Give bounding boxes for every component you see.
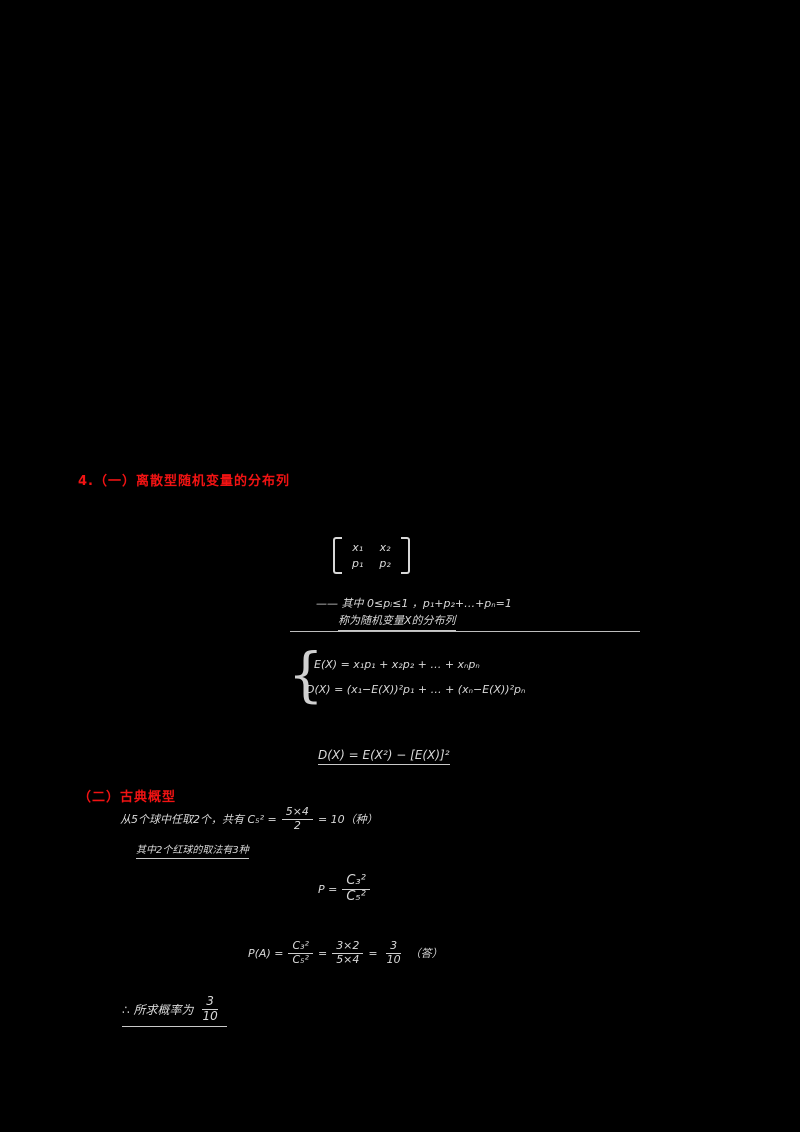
- calc-fraction-2: 3×2 5×4: [332, 939, 364, 966]
- bigfrac-lead: P =: [318, 882, 338, 896]
- section-1-heading: 4.（一）离散型随机变量的分布列: [78, 474, 290, 489]
- matrix-cell: p₁: [352, 557, 364, 570]
- example-post-text: = 10（种）: [317, 813, 378, 827]
- fraction-denominator: 2: [293, 818, 301, 832]
- fraction-numerator: 3: [386, 939, 402, 954]
- calc-equals-1: =: [317, 946, 328, 960]
- left-brace: {: [288, 641, 324, 710]
- calc-post: （答）: [409, 947, 443, 961]
- example-pre-text: 从5个球中任取2个，共有 C₅² =: [120, 813, 277, 827]
- fraction-denominator: 10: [386, 952, 401, 966]
- fraction-denominator: 10: [202, 1008, 218, 1023]
- variance-formula: D(X) = (x₁−E(X))²p₁ + … + (xₙ−E(X))²pₙ: [306, 683, 526, 696]
- matrix-entries: x₁ x₂ p₁ p₂: [342, 537, 401, 574]
- matrix-cell: x₁: [352, 541, 364, 554]
- example-fraction: 5×4 2: [281, 805, 313, 832]
- fraction-denominator: C₅²: [346, 888, 366, 904]
- fraction-numerator: 3: [202, 994, 218, 1010]
- example-count-line: 从5个球中任取2个，共有 C₅² = 5×4 2 = 10（种）: [120, 805, 378, 832]
- distribution-note-2: 称为随机变量X的分布列: [338, 612, 456, 631]
- calc-fraction-1: C₃² C₅²: [288, 939, 313, 966]
- fraction-numerator: C₃²: [288, 939, 313, 954]
- calc-fraction-3: 3 10: [383, 939, 405, 966]
- conclusion-pre: ∴ 所求概率为: [122, 1002, 194, 1017]
- example-note: 其中2个红球的取法有3种: [136, 841, 249, 859]
- matrix-right-bracket: [400, 537, 410, 574]
- combinatorial-fraction-line: P = C₃² C₅²: [318, 873, 375, 905]
- fraction-denominator: 5×4: [336, 952, 360, 966]
- variance-identity: D(X) = E(X²) − [E(X)]²: [318, 748, 450, 765]
- fraction-denominator: C₅²: [292, 952, 309, 966]
- calc-pre: P(A) =: [248, 946, 284, 960]
- matrix-cell: p₂: [379, 557, 391, 570]
- calc-equals-2: =: [368, 946, 378, 960]
- distribution-note-1: —— 其中 0≤pᵢ≤1 ，p₁+p₂+…+pₙ=1: [316, 597, 512, 610]
- distribution-matrix: x₁ x₂ p₁ p₂: [333, 537, 410, 574]
- probability-calculation-line: P(A) = C₃² C₅² = 3×2 5×4 = 3 10 （答）: [248, 939, 443, 966]
- combinatorial-fraction: C₃² C₅²: [342, 873, 370, 905]
- conclusion-line: ∴ 所求概率为 3 10: [122, 994, 227, 1027]
- fraction-numerator: 3×2: [332, 939, 364, 954]
- separator-rule: [290, 631, 640, 632]
- matrix-left-bracket: [333, 537, 342, 574]
- matrix-cell: x₂: [379, 541, 391, 554]
- expectation-formula: E(X) = x₁p₁ + x₂p₂ + … + xₙpₙ: [314, 658, 480, 671]
- fraction-numerator: C₃²: [342, 873, 370, 890]
- section-2-heading: （二）古典概型: [78, 790, 177, 805]
- conclusion-fraction: 3 10: [198, 994, 221, 1024]
- fraction-numerator: 5×4: [281, 805, 313, 820]
